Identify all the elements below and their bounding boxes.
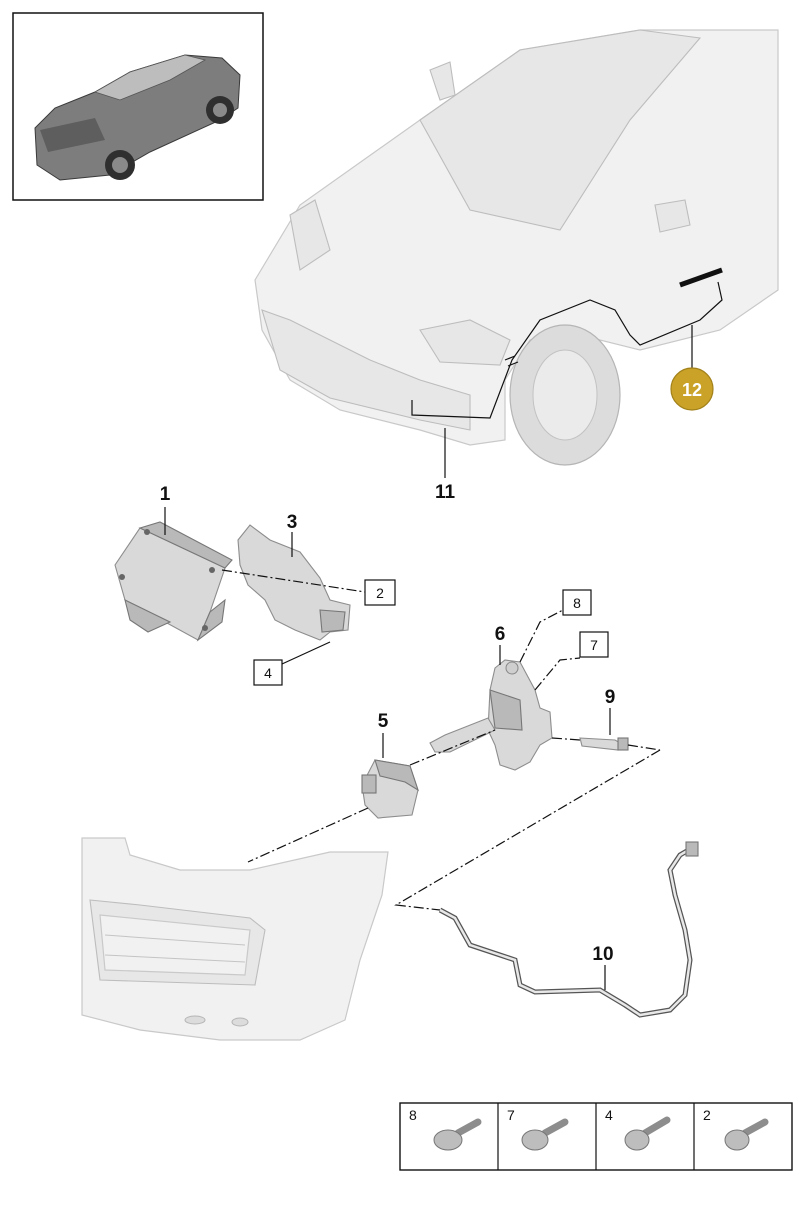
vehicle-front-illustration — [254, 29, 779, 466]
svg-text:3: 3 — [287, 512, 298, 533]
assembly-line-harness — [394, 749, 661, 911]
hardware-cell-8: 8 — [409, 1107, 482, 1151]
part-5-camera-module: 5 — [361, 711, 496, 819]
part-3-bracket: 3 — [237, 512, 351, 641]
svg-text:10: 10 — [592, 944, 613, 965]
boxed-callout-2: 2 — [221, 569, 396, 606]
part-6-sensor-bracket: 6 — [429, 624, 553, 771]
callout-12-badge: 12 — [670, 325, 714, 411]
hardware-cell-2: 2 — [703, 1107, 769, 1151]
svg-text:2: 2 — [376, 585, 384, 601]
callout-11: 11 — [435, 428, 456, 503]
svg-text:12: 12 — [682, 380, 702, 400]
vehicle-thumbnail — [12, 12, 264, 201]
part-10-wiring-harness: 10 — [438, 841, 699, 1018]
part-9-connector: 9 — [551, 687, 661, 751]
svg-text:2: 2 — [703, 1107, 711, 1123]
svg-text:9: 9 — [605, 687, 616, 708]
hardware-cell-4: 4 — [605, 1107, 671, 1151]
svg-text:1: 1 — [160, 484, 171, 505]
hardware-table: 8 7 4 2 — [399, 1102, 793, 1171]
assembly-line-camera — [247, 807, 369, 863]
hardware-cell-7: 7 — [507, 1107, 569, 1151]
boxed-callout-7: 7 — [534, 631, 609, 691]
svg-text:4: 4 — [264, 665, 272, 681]
boxed-callout-8: 8 — [519, 589, 592, 663]
front-bumper-illustration — [81, 837, 389, 1041]
svg-text:7: 7 — [507, 1107, 515, 1123]
svg-text:6: 6 — [495, 624, 506, 645]
svg-text:11: 11 — [435, 482, 456, 503]
svg-text:8: 8 — [573, 595, 581, 611]
svg-text:7: 7 — [590, 637, 598, 653]
svg-text:8: 8 — [409, 1107, 417, 1123]
boxed-callout-4: 4 — [253, 641, 331, 686]
svg-text:5: 5 — [378, 711, 389, 732]
part-1-control-unit: 1 — [114, 484, 233, 642]
svg-text:4: 4 — [605, 1107, 613, 1123]
